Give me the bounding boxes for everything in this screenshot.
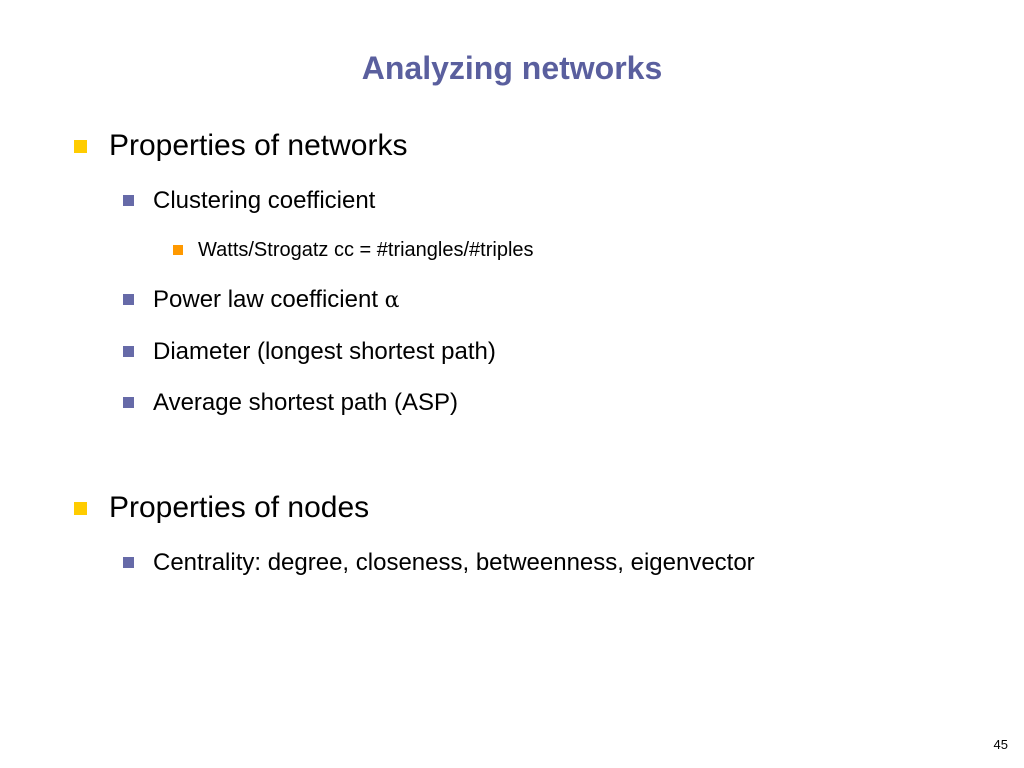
alpha-symbol: α [384,288,400,313]
square-bullet-icon [123,557,134,568]
square-bullet-icon [123,294,134,305]
bullet-text: Average shortest path (ASP) [153,389,459,416]
bullet-text: Diameter (longest shortest path) [153,338,496,365]
bullet-text: Properties of networks [109,129,408,162]
square-bullet-icon [173,245,183,255]
bullet-properties-of-networks: Properties of networks [74,128,408,164]
bullet-text: Properties of nodes [109,491,370,524]
bullet-diameter: Diameter (longest shortest path) [123,337,496,367]
bullet-text: Clustering coefficient [153,187,376,214]
square-bullet-icon [74,502,87,515]
bullet-text: Watts/Strogatz cc = #triangles/#triples [198,239,534,261]
bullet-average-shortest-path: Average shortest path (ASP) [123,388,459,418]
square-bullet-icon [123,397,134,408]
square-bullet-icon [74,140,87,153]
bullet-centrality: Centrality: degree, closeness, betweenne… [123,548,755,578]
slide-title: Analyzing networks [361,50,663,86]
square-bullet-icon [123,346,134,357]
square-bullet-icon [123,195,134,206]
bullet-properties-of-nodes: Properties of nodes [74,490,370,526]
bullet-text: Centrality: degree, closeness, betweenne… [153,549,755,576]
bullet-text: Power law coefficient [153,286,385,313]
bullet-power-law-coefficient: Power law coefficient α [123,285,400,316]
bullet-watts-strogatz: Watts/Strogatz cc = #triangles/#triples [173,237,534,263]
bullet-clustering-coefficient: Clustering coefficient [123,186,376,216]
page-number: 45 [993,737,1008,752]
